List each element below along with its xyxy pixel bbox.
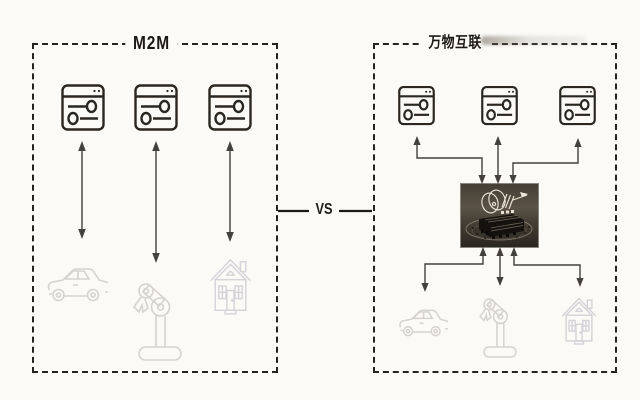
- house-icon: [561, 297, 597, 345]
- iot-panel-title: 万物互联: [420, 33, 490, 53]
- m2m-link-arrow-3: [226, 141, 234, 242]
- app-window-icon: [398, 85, 435, 126]
- vs-label: VS: [315, 201, 333, 218]
- hub-device-arrowheads: [421, 247, 584, 292]
- m2m-panel-title: M2M: [125, 33, 178, 53]
- m2m-link-arrow-1: [78, 141, 86, 239]
- watermark-smudge: [481, 36, 587, 45]
- m2m-panel: M2M: [32, 33, 278, 373]
- app-window-icon: [208, 84, 252, 131]
- app-window-icon: [559, 85, 596, 126]
- car-icon: [47, 268, 108, 302]
- app-window-icon: [134, 84, 178, 131]
- iot-chip-photo: [461, 184, 538, 247]
- m2m-link-arrow-2: [152, 141, 160, 263]
- hub-app-arrowheads: [413, 136, 582, 184]
- house-icon: [210, 258, 251, 315]
- robot-arm-icon: [132, 283, 182, 361]
- app-window-icon: [481, 85, 518, 126]
- app-window-icon: [61, 84, 105, 131]
- hub-app-connectors: [416, 144, 579, 176]
- hub-device-connectors: [424, 255, 581, 284]
- car-icon: [399, 309, 448, 337]
- robot-arm-icon: [479, 298, 517, 358]
